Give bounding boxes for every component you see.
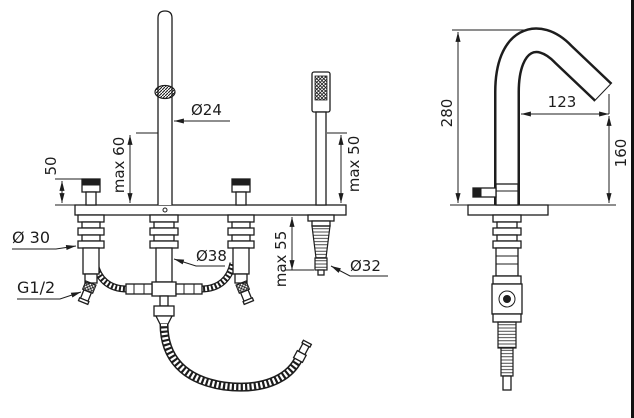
threaded-stud	[314, 257, 328, 271]
valve-right-underdeck	[227, 214, 255, 306]
valve-port	[498, 290, 516, 308]
dim-handshower-hole-diameter: Ø32	[330, 257, 388, 277]
hose-end-fitting	[292, 339, 313, 364]
spout-column	[157, 10, 173, 205]
handshower-spray-face	[314, 75, 328, 101]
side-valve-block	[491, 283, 523, 315]
sheet-right-border	[631, 0, 634, 418]
dim-spout-reach: 123	[521, 93, 610, 117]
tee-outlet-nut	[153, 305, 175, 317]
handshower-hole-diameter-label: Ø32	[350, 257, 381, 275]
spout-reach-label: 123	[548, 93, 577, 111]
spout-hole-diameter-label: Ø38	[196, 247, 227, 265]
deck-center-mark	[162, 207, 168, 213]
spout-height-label: 280	[438, 99, 456, 128]
side-body-top	[495, 183, 519, 206]
valve-left-underdeck	[77, 214, 105, 306]
spout-cut-face	[593, 82, 613, 102]
side-underdeck-assembly	[491, 214, 523, 391]
valve-body-left	[82, 247, 100, 275]
dim-spout-height: 280	[438, 29, 526, 206]
side-valve-body	[495, 247, 519, 277]
side-deck-plate	[467, 204, 549, 216]
handle-right-grip-band	[231, 178, 251, 186]
dim-spout-hole-diameter: Ø38	[173, 247, 227, 267]
side-mounting-flange	[492, 240, 522, 249]
tee-outlet-tube	[159, 295, 169, 307]
tee-nipple-right	[175, 283, 203, 295]
dim-deck-thickness: max 55	[272, 217, 314, 287]
threaded-cone	[311, 225, 331, 259]
side-collar-top	[492, 275, 522, 285]
supply-fitting-left	[77, 280, 97, 306]
valve-port-center	[503, 295, 511, 303]
dim-supply-thread: G1/2	[17, 278, 82, 300]
handshower	[311, 71, 331, 206]
handle-height-label: 50	[42, 156, 60, 175]
handshower-max-label: max 50	[345, 136, 363, 193]
dim-handshower-max: max 50	[327, 132, 363, 203]
side-threaded-tail	[500, 347, 514, 377]
supply-fitting-right	[235, 280, 255, 306]
side-collar-bottom	[492, 313, 522, 323]
front-view: Ø24 max 60 50 Ø 30 G1/2 Ø38	[12, 10, 388, 392]
side-threaded-section	[497, 321, 517, 349]
hose-right-braid	[200, 262, 236, 292]
spout-projection-label: max 60	[110, 137, 128, 194]
valve-body-right	[232, 247, 250, 275]
handle-right	[231, 178, 251, 206]
deck-thickness-label: max 55	[272, 231, 290, 288]
mounting-flange-center	[149, 240, 179, 249]
hose-cone	[154, 315, 174, 325]
dim-outlet-height: 160	[548, 116, 630, 206]
dim-spout-projection: max 60	[110, 132, 158, 203]
side-view: 280 123 160	[438, 27, 630, 391]
tee-block	[151, 281, 177, 297]
handle-left-stem	[85, 191, 97, 206]
side-valve-top	[472, 183, 519, 206]
side-spout	[494, 27, 613, 205]
supply-thread-label: G1/2	[17, 278, 55, 297]
handle-left	[81, 178, 101, 206]
outlet-height-label: 160	[612, 139, 630, 168]
mounting-flange-left	[77, 240, 105, 249]
spout-diameter-label: Ø24	[191, 101, 222, 119]
handshower-underdeck	[307, 214, 335, 276]
hose-braid	[161, 323, 301, 391]
handshower-handle	[315, 111, 327, 206]
handle-right-stem	[235, 191, 247, 206]
side-tail-tip	[502, 375, 512, 391]
side-lever-grip	[472, 187, 482, 198]
mounting-flange-right	[227, 240, 255, 249]
deck-plate	[74, 204, 347, 216]
dim-handle-height: 50	[42, 156, 82, 206]
spout-outlet-aerator	[154, 84, 176, 100]
dim-handle-hole-diameter: Ø 30	[12, 228, 77, 250]
spout-underdeck-assembly	[125, 214, 203, 325]
tee-nipple-left	[125, 283, 153, 295]
flexible-shower-hose	[159, 323, 313, 392]
spout-shank	[155, 247, 173, 283]
handle-left-grip-band	[81, 178, 101, 186]
dim-spout-diameter: Ø24	[174, 101, 230, 124]
stud-tip	[317, 269, 325, 276]
handle-hole-diameter-label: Ø 30	[12, 228, 50, 247]
